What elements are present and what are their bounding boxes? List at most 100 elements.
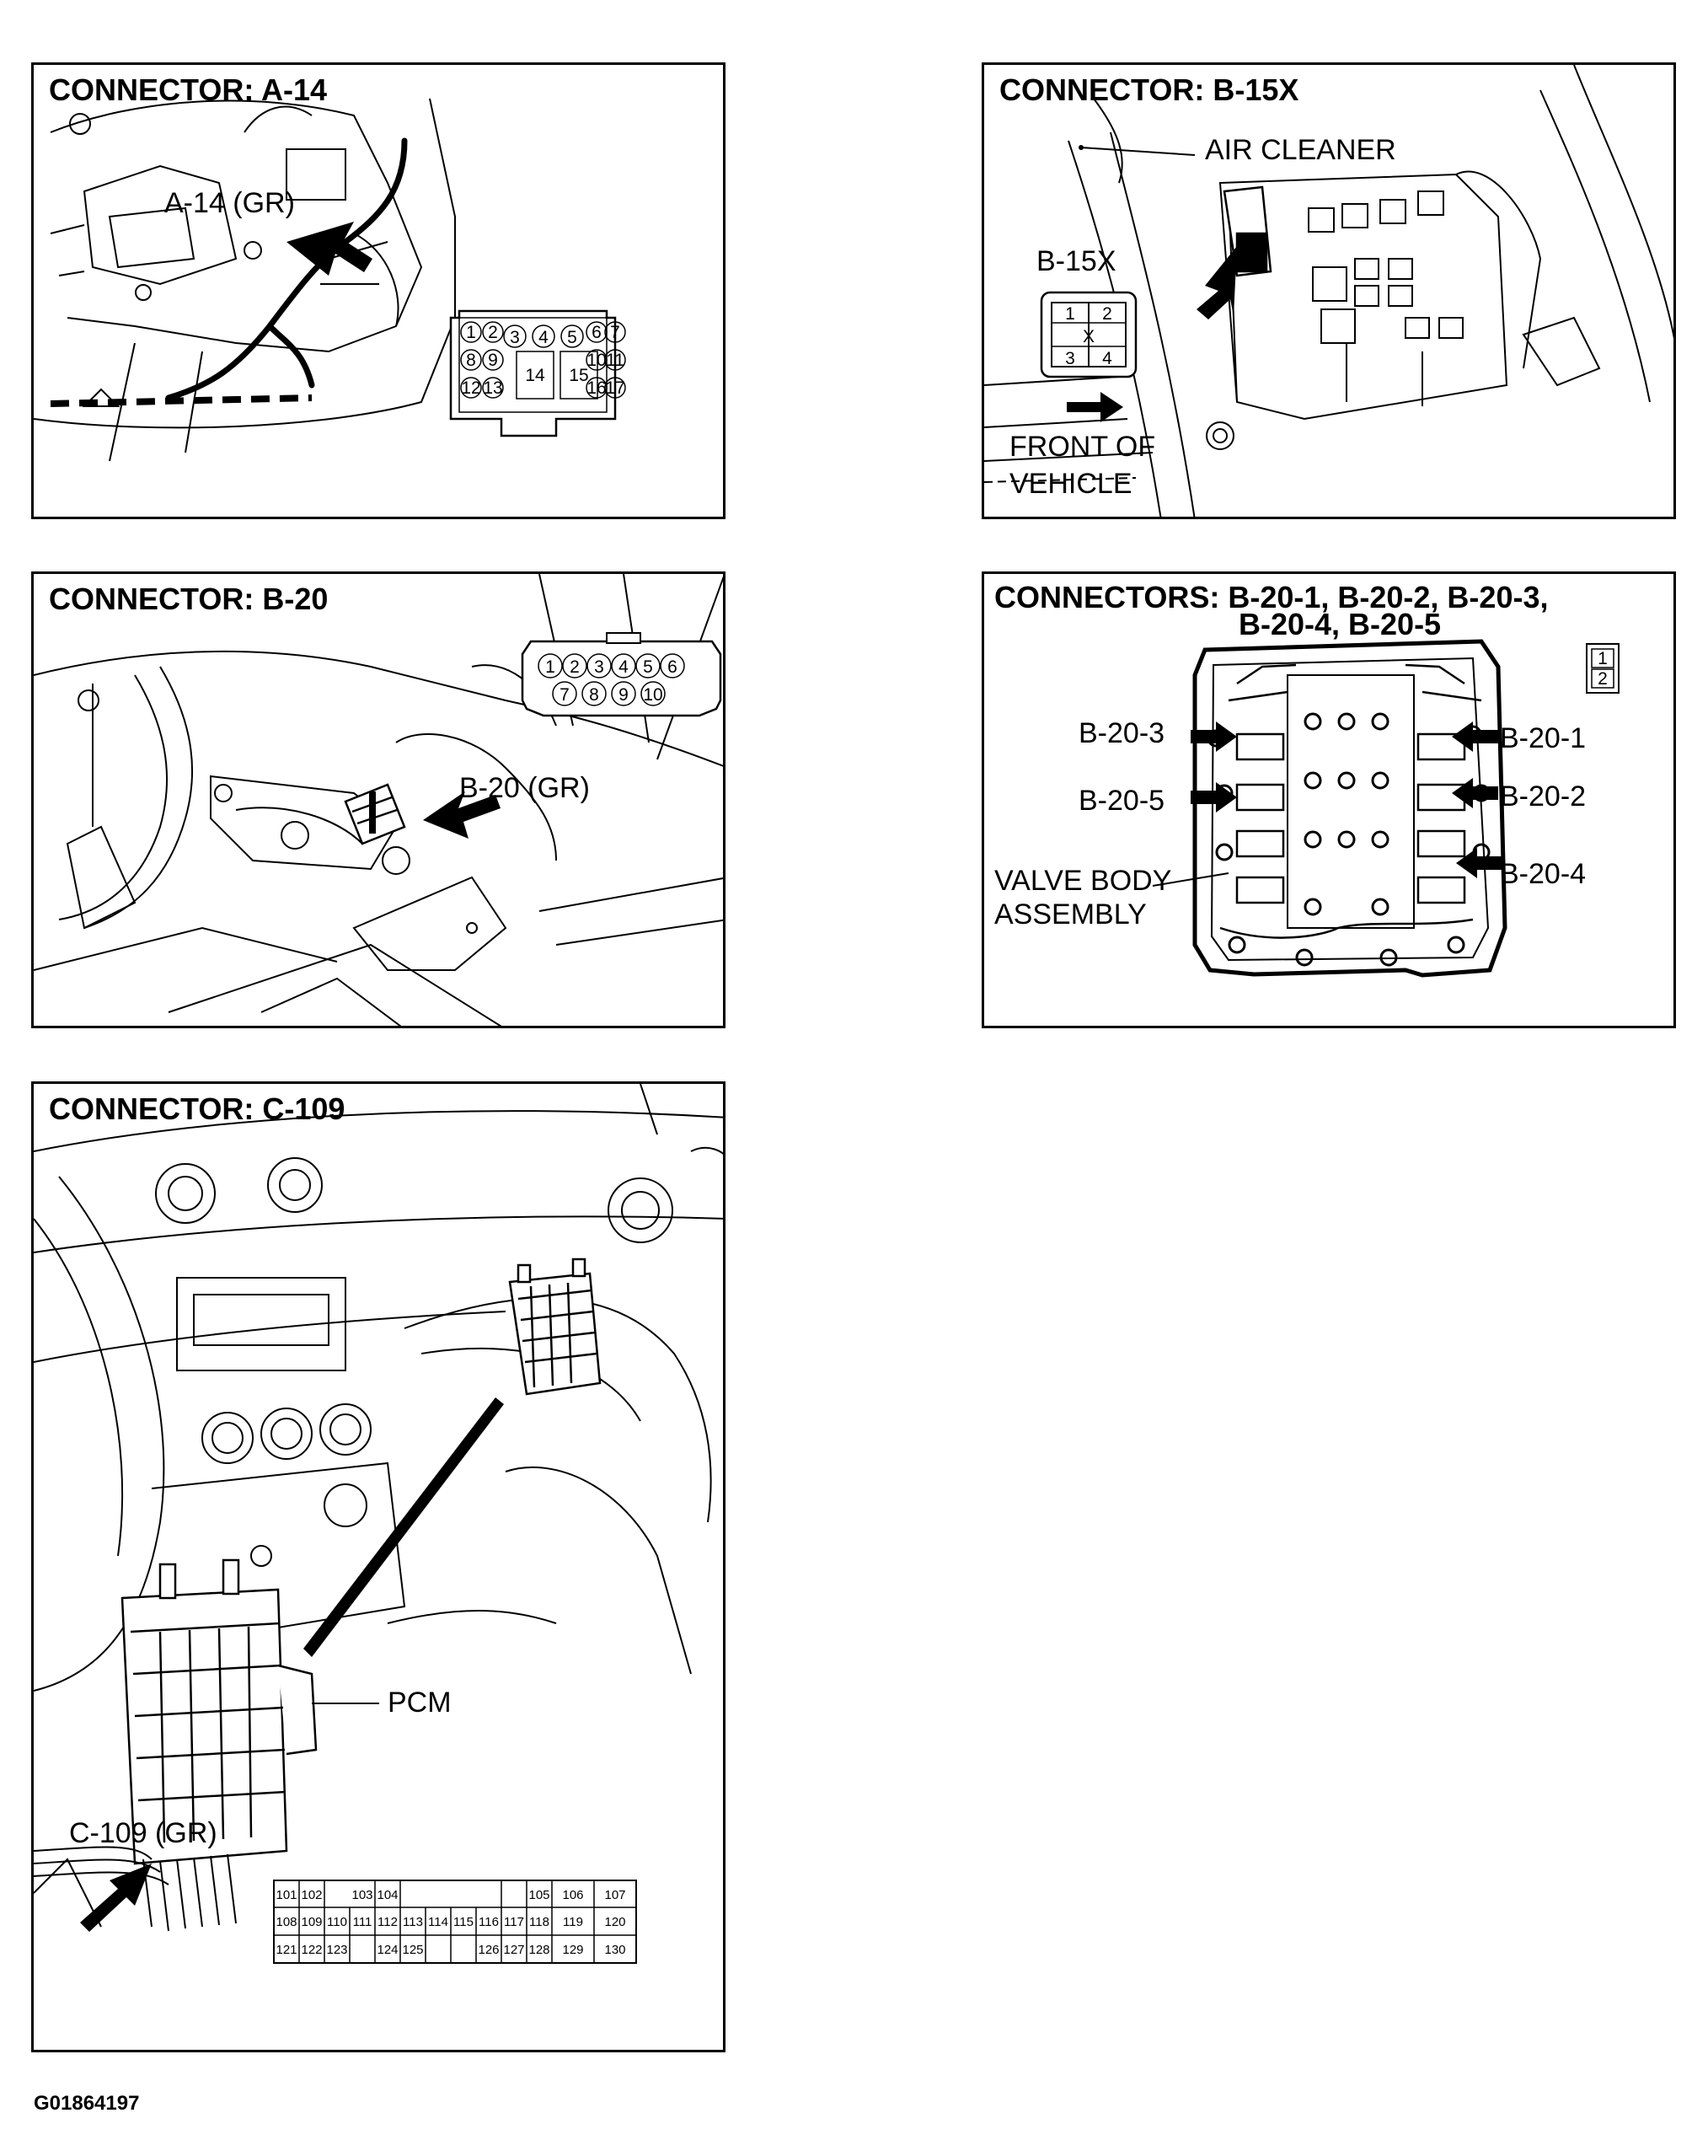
c109-pin: 116: [479, 1915, 499, 1929]
a14-pin: 2: [488, 323, 498, 342]
b15x-pin: 1: [1065, 304, 1075, 324]
a14-pin-diagram: 1 2 3 4 5 6 7 8 9 10 11 12 13 14 15 16 1…: [449, 309, 626, 437]
panel-title: CONNECTOR: B-15X: [999, 72, 1299, 107]
c109-pin: 109: [301, 1915, 322, 1929]
b20-pin: 7: [560, 685, 570, 705]
panel-title-line2: B-20-4, B-20-5: [1239, 607, 1442, 641]
c109-pin-grid: 101 102 103 104 105 106 107 108 109 110 …: [273, 1880, 637, 1964]
a14-pin: 10: [586, 351, 606, 370]
panel-connector-a14: 1 2 3 4 5 6 7 8 9 10 11 12 13 14 15 16 1…: [31, 62, 725, 519]
c109-pin: 113: [403, 1915, 423, 1929]
b20-pin-diagram: 1 2 3 4 5 6 7 8 9 10: [521, 632, 722, 717]
air-cleaner-label: AIR CLEANER: [1205, 134, 1396, 166]
b20-pin: 9: [618, 685, 629, 705]
front-of-vehicle-label: FRONT OF: [1009, 431, 1156, 463]
b20-pin: 10: [643, 685, 662, 705]
c109-pin: 125: [402, 1943, 423, 1957]
c109-pin: 120: [604, 1915, 625, 1929]
a14-pin: 9: [488, 351, 498, 370]
a14-pin: 1: [466, 323, 476, 342]
b15x-illustration: 1 2 X 3 4: [984, 65, 1673, 517]
c109-pin: 127: [503, 1943, 524, 1957]
panel-connector-b15x: 1 2 X 3 4 CONNECTOR: B-15X AIR CLEANER B…: [982, 62, 1676, 519]
b20-pin: 2: [570, 657, 580, 677]
b20-multi-pin: 2: [1598, 669, 1608, 689]
a14-callout-label: A-14 (GR): [164, 187, 295, 219]
b20-pin: 5: [643, 657, 653, 677]
b15x-pin: 4: [1102, 349, 1112, 368]
c109-pin: 111: [353, 1915, 372, 1929]
c109-pin: 114: [428, 1915, 448, 1929]
b15x-mark: X: [1083, 327, 1095, 346]
panel-title: CONNECTOR: C-109: [49, 1091, 345, 1126]
c109-pin: 115: [453, 1915, 474, 1929]
a14-pin: 3: [510, 328, 520, 347]
c109-pin: 126: [478, 1943, 499, 1957]
valve-body-label: ASSEMBLY: [994, 898, 1147, 931]
panel-connectors-b20-multi: 1 2 CONNECTORS: B-20-1, B-20-2, B-20-3, …: [982, 571, 1676, 1028]
c109-pin: 117: [504, 1915, 524, 1929]
b20-2-label: B-20-2: [1500, 780, 1587, 813]
b20-pin: 1: [545, 657, 555, 677]
b20-multi-pin: 1: [1598, 649, 1608, 668]
panel-connector-c109: 101 102 103 104 105 106 107 108 109 110 …: [31, 1081, 725, 2052]
b20-pin: 4: [618, 657, 629, 677]
a14-pin: 14: [525, 366, 545, 385]
c109-pin: 123: [326, 1943, 347, 1957]
figure-id: G01864197: [34, 2092, 140, 2115]
c109-pin: 104: [377, 1888, 398, 1902]
b20-callout-label: B-20 (GR): [459, 772, 590, 804]
c109-illustration: 101 102 103 104 105 106 107 108 109 110 …: [34, 1084, 723, 1964]
a14-pin: 12: [461, 378, 480, 398]
c109-pin: 112: [377, 1915, 398, 1929]
b15x-connector-label: B-15X: [1036, 245, 1116, 277]
c109-pin: 110: [327, 1915, 347, 1929]
panel-title: CONNECTOR: A-14: [49, 72, 328, 107]
c109-pin: 118: [529, 1915, 549, 1929]
c109-pin: 103: [351, 1888, 372, 1902]
c109-pin: 121: [276, 1943, 297, 1957]
c109-pin: 101: [276, 1888, 297, 1902]
c109-pin: 128: [528, 1943, 549, 1957]
a14-pin: 5: [567, 328, 577, 347]
b20-1-label: B-20-1: [1500, 722, 1587, 754]
c109-pin: 102: [301, 1888, 322, 1902]
b20-3-label: B-20-3: [1079, 717, 1165, 749]
c109-pin: 106: [562, 1888, 583, 1902]
c109-pin: 108: [276, 1915, 297, 1929]
b20-pin: 6: [667, 657, 677, 677]
c109-pin: 122: [301, 1943, 322, 1957]
b20-4-label: B-20-4: [1500, 858, 1587, 890]
a14-pin: 6: [592, 323, 602, 342]
c109-pin: 130: [604, 1943, 625, 1957]
a14-pin: 8: [466, 351, 476, 370]
b20-multi-pin-diagram: 1 2: [1586, 643, 1620, 694]
panel-title: CONNECTOR: B-20: [49, 582, 329, 616]
panel-title: CONNECTORS: B-20-1, B-20-2, B-20-3,: [994, 580, 1549, 614]
b15x-pin: 3: [1065, 349, 1075, 368]
b20-illustration: 1 2 3 4 5 6 7 8 9 10: [34, 574, 723, 1026]
c109-pin: 124: [377, 1943, 398, 1957]
b20-pin: 8: [589, 685, 599, 705]
a14-pin: 11: [606, 351, 624, 370]
b20-5-label: B-20-5: [1079, 785, 1165, 817]
a14-pin: 13: [483, 378, 502, 398]
pcm-label: PCM: [388, 1687, 452, 1719]
pcm-unit: [120, 1558, 318, 1865]
c109-pin: 105: [528, 1888, 549, 1902]
b15x-pin: 2: [1102, 304, 1112, 324]
a14-pin: 15: [569, 366, 588, 385]
a14-pin: 17: [605, 378, 624, 398]
valve-body-illustration: 1 2: [1152, 639, 1620, 978]
front-of-vehicle-label: VEHICLE: [1009, 468, 1132, 500]
a14-illustration: 1 2 3 4 5 6 7 8 9 10 11 12 13 14 15 16 1…: [34, 98, 626, 462]
c109-pin: 129: [562, 1943, 583, 1957]
a14-pin: 4: [538, 328, 549, 347]
b20-pin: 3: [594, 657, 604, 677]
a14-pin: 7: [610, 323, 620, 342]
c109-callout-label: C-109 (GR): [69, 1817, 217, 1849]
a14-pin: 16: [586, 378, 606, 398]
c109-pin: 107: [604, 1888, 625, 1902]
valve-body-label: VALVE BODY: [994, 865, 1172, 897]
b15x-pin-diagram: 1 2 X 3 4: [1040, 291, 1138, 378]
